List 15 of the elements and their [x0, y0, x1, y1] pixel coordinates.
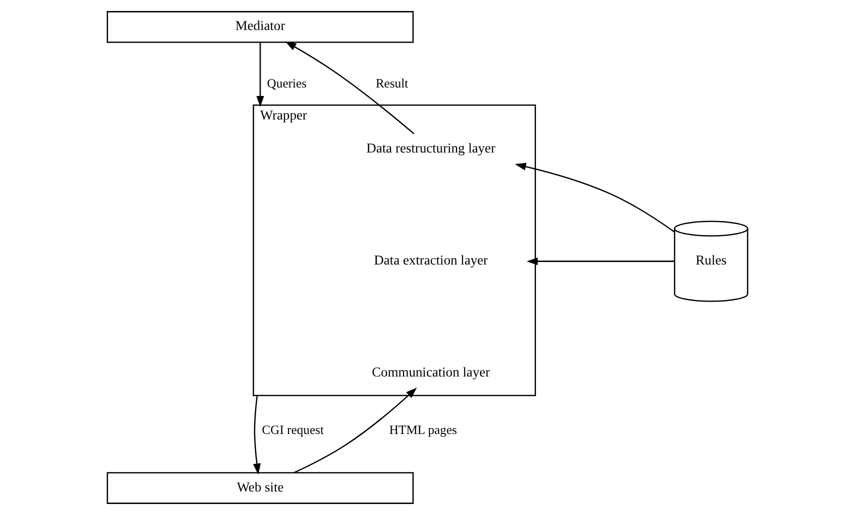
node-box: Web site — [106, 472, 414, 504]
arrow — [285, 41, 414, 134]
arrow — [253, 395, 261, 475]
node-text: Data extraction layer — [374, 252, 488, 268]
arrow — [514, 162, 675, 233]
arrow — [294, 388, 417, 474]
edge-label: Result — [376, 76, 408, 91]
node-text: Data restructuring layer — [366, 140, 496, 156]
arrow — [526, 257, 674, 266]
node-box: Mediator — [106, 11, 414, 43]
node-text: Communication layer — [372, 364, 490, 380]
edge-label: CGI request — [262, 423, 324, 438]
edge-label: Queries — [267, 76, 307, 91]
edge-label: HTML pages — [389, 423, 457, 438]
arrow — [256, 42, 264, 108]
